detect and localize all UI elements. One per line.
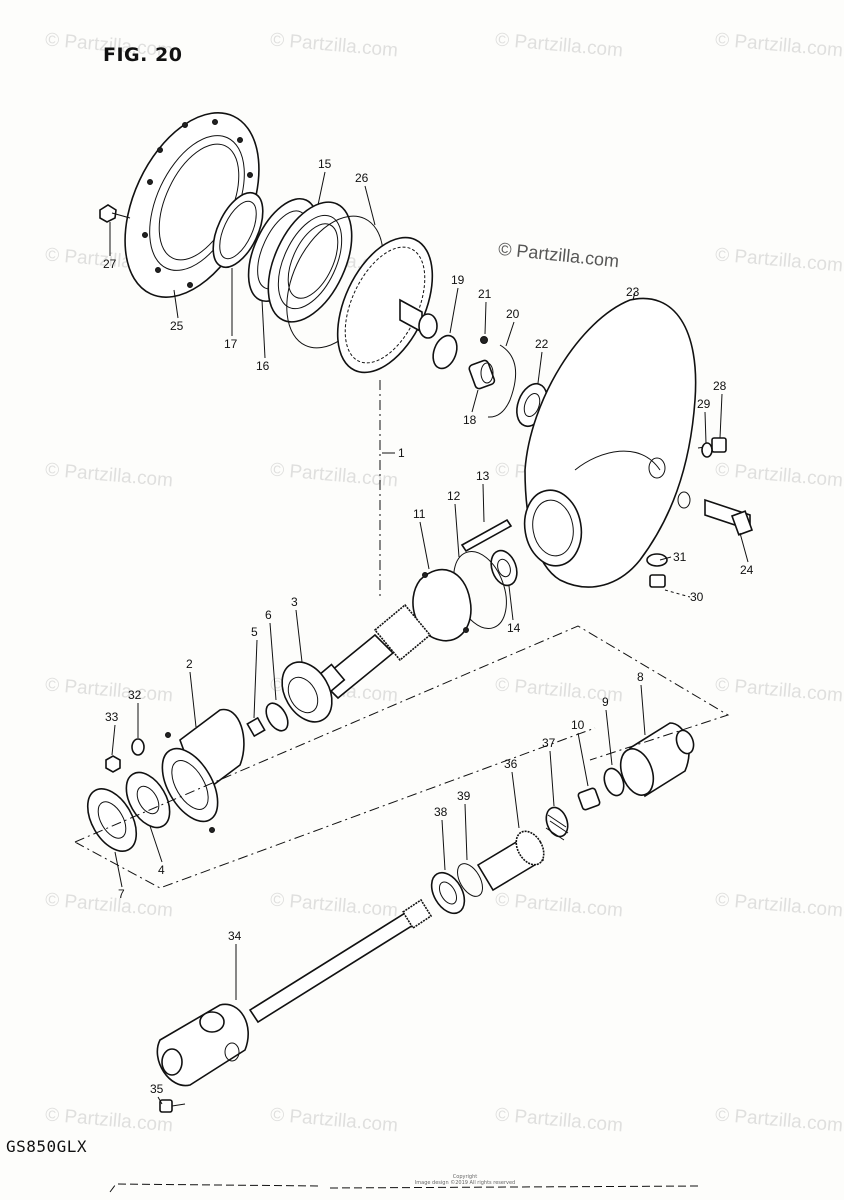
callout-21: 21	[478, 287, 492, 301]
part-11-shim	[412, 568, 472, 642]
callout-15: 15	[318, 157, 332, 171]
leader-lines	[109, 171, 749, 1105]
callout-28: 28	[713, 379, 727, 393]
callout-39: 39	[457, 789, 471, 803]
callout-13: 13	[476, 469, 490, 483]
callout-9: 9	[602, 695, 609, 709]
part-38-oil-seal	[430, 871, 466, 915]
part-23-final-gear-case	[523, 297, 697, 588]
part-17-shim	[212, 191, 264, 269]
part-13-spacer	[460, 518, 513, 553]
callout-23: 23	[626, 285, 640, 299]
part-20-circlip	[487, 344, 517, 418]
callout-7: 7	[118, 887, 125, 901]
part-18-bearing	[468, 359, 496, 390]
callout-31: 31	[673, 550, 687, 564]
callout-29: 29	[697, 397, 711, 411]
callout-19: 19	[451, 273, 465, 287]
copyright-line: Copyright	[452, 1174, 478, 1180]
part-10-nut	[577, 787, 601, 811]
callout-5: 5	[251, 625, 258, 639]
part-32-washer	[131, 738, 145, 756]
callout-25: 25	[170, 319, 184, 333]
callout-38: 38	[434, 805, 448, 819]
part-6-shim	[265, 702, 289, 732]
part-28-bolt	[697, 437, 727, 453]
part-30-drain-plug	[649, 574, 691, 598]
callout-30: 30	[690, 590, 704, 604]
callout-10: 10	[571, 718, 585, 732]
part-27-bolt	[99, 204, 131, 223]
part-31-gasket	[646, 553, 668, 567]
part-1-ring-gear	[336, 236, 438, 374]
part-37-spring	[545, 806, 569, 841]
callout-37: 37	[542, 736, 556, 750]
bottom-rule	[109, 1183, 701, 1193]
callout-18: 18	[463, 413, 477, 427]
callout-2: 2	[186, 657, 193, 671]
callout-14: 14	[507, 621, 521, 635]
part-24-stud	[704, 498, 754, 536]
callout-labels: 1 2 3 4 5 6 7 8 9 10 11 12 13 14 15 16 1…	[103, 157, 754, 1096]
part-29-washer	[701, 442, 713, 458]
part-33-nut	[105, 755, 121, 773]
callout-3: 3	[291, 595, 298, 609]
callout-1: 1	[398, 446, 405, 460]
callout-32: 32	[128, 688, 142, 702]
callout-26: 26	[355, 171, 369, 185]
callout-20: 20	[506, 307, 520, 321]
assembly-group-outline	[74, 625, 730, 889]
part-19-o-ring	[432, 334, 458, 370]
part-21-bolt	[480, 336, 488, 344]
callout-35: 35	[150, 1082, 164, 1096]
part-39-circlip	[457, 863, 483, 897]
part-1-drive-pinion	[316, 603, 432, 700]
callout-12: 12	[447, 489, 461, 503]
callout-6: 6	[265, 608, 272, 622]
callout-17: 17	[224, 337, 238, 351]
part-36-cam	[476, 830, 545, 892]
part-9-shim	[603, 767, 625, 797]
model-code: GS850GLX	[6, 1137, 88, 1156]
part-2-bearing-housing	[161, 708, 245, 833]
copyright-note: Copyright Image design ©2019 All rights …	[405, 1174, 525, 1186]
part-34-drive-shaft	[156, 898, 433, 1087]
callout-16: 16	[256, 359, 270, 373]
part-14-bearing	[490, 549, 518, 587]
part-35-bolt	[159, 1099, 186, 1113]
copyright-line: Image design ©2019 All rights reserved	[414, 1180, 516, 1186]
callout-36: 36	[504, 757, 518, 771]
callout-34: 34	[228, 929, 242, 943]
part-5-pin	[246, 716, 266, 738]
part-8-coupling	[619, 722, 695, 798]
callout-27: 27	[103, 257, 117, 271]
part-15-bearing	[267, 201, 353, 323]
callout-24: 24	[740, 563, 754, 577]
callout-11: 11	[413, 507, 426, 521]
callout-4: 4	[158, 863, 165, 877]
callout-8: 8	[637, 670, 644, 684]
part-4-bearing	[125, 771, 171, 829]
part-3-bearing	[281, 661, 333, 723]
figure-title: FIG. 20	[103, 44, 183, 66]
part-7-oil-seal	[86, 788, 138, 852]
callout-33: 33	[105, 710, 119, 724]
callout-22: 22	[535, 337, 549, 351]
